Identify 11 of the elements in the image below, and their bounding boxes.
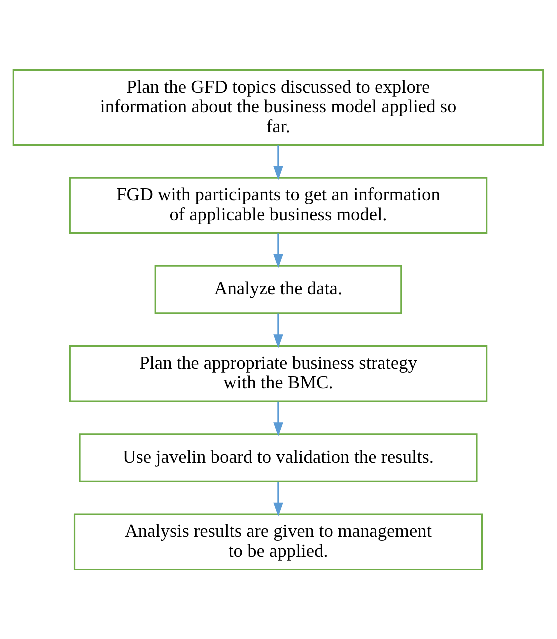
node-box: Plan the GFD topics discussed to explore information about the business model applied so far.: [12, 68, 544, 146]
node-box: Analyze the data.: [154, 264, 402, 314]
arrow: [274, 482, 284, 516]
node-box: Analysis results are given to management to be applied.: [74, 513, 484, 570]
arrow: [274, 401, 284, 436]
node-box: Use javelin board to validation the results.: [79, 433, 478, 482]
node-box: FGD with participants to get an information of applicable business model.: [69, 176, 488, 234]
arrow: [274, 233, 284, 268]
arrow: [274, 313, 284, 348]
arrow: [274, 145, 284, 180]
node-box: Plan the appropriate business strategy with the BMC.: [69, 345, 488, 402]
